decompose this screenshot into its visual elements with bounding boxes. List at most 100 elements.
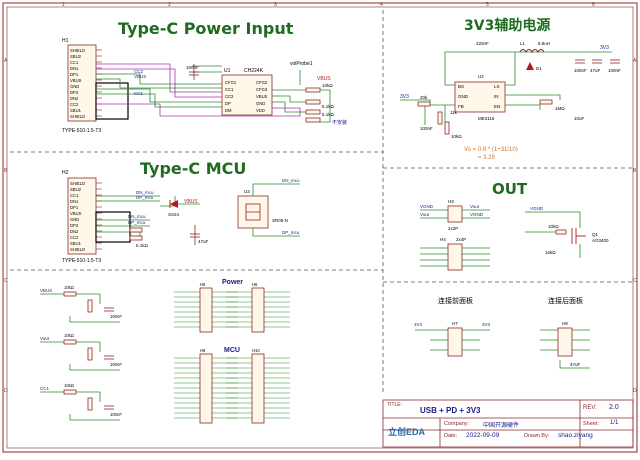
- title-block-frame: [382, 399, 634, 448]
- c1-value: 220nF: [476, 41, 489, 46]
- rc-gnd-2: [69, 414, 120, 421]
- dp-mcu-2: DP_mcu: [128, 220, 146, 225]
- h1pins-pin-3: DN1: [70, 66, 79, 71]
- rc-r2-1: [87, 347, 93, 361]
- rc-resistor-1: [63, 339, 77, 345]
- u2-pin-fb: FB: [458, 104, 464, 109]
- header-body-1: [251, 287, 265, 333]
- h2pins-pin-6: GND: [70, 217, 79, 222]
- title-label: TITLE:: [387, 402, 403, 408]
- rc-gnd-0: [69, 316, 120, 323]
- vol-probe-label: volProbe1: [290, 61, 313, 67]
- h3-vgnd-l: VGND: [420, 204, 434, 209]
- drawn-value: shao.ziyang: [558, 432, 593, 439]
- h2-gnd-box: [95, 211, 131, 243]
- d1-diode: [526, 62, 534, 70]
- company-label: Company:: [444, 421, 470, 427]
- header-body-3: [251, 353, 265, 424]
- l1-ref: L1: [520, 41, 526, 46]
- h7-label: H7: [452, 321, 458, 326]
- r-10k-u1: 10kΩ: [322, 83, 333, 88]
- rc-gnd-1: [69, 364, 120, 371]
- u1-left-pin-0: CFG1: [225, 80, 237, 85]
- h2pins-pin-0: SHIELD: [70, 181, 85, 186]
- rc-r-val-0: 10kΩ: [64, 285, 74, 290]
- title-value: USB + PD + 3V3: [420, 406, 481, 415]
- r3-value: 20k: [420, 95, 428, 100]
- rc-c-val-0: 100nF: [110, 314, 122, 319]
- c6-value: 47uF: [198, 239, 209, 244]
- c3-value: 47uF: [590, 68, 601, 73]
- sheet-label: Sheet:: [583, 421, 599, 427]
- u1-right-pin-4: VDD: [256, 108, 265, 113]
- u1-right-pin-2: VBUS: [256, 94, 268, 99]
- net-vbus-h1: VBUS: [134, 74, 146, 79]
- border-row-c-right: C: [633, 278, 637, 284]
- r6-value: 1MΩ: [555, 106, 565, 111]
- u2-pin-en: EN: [494, 104, 500, 109]
- h3-vgnd-r: VGND: [470, 212, 484, 217]
- h2pins-pin-1: SBU2: [70, 187, 82, 192]
- h1pins-pin-5: VBUS: [70, 78, 82, 83]
- rc-r2-2: [87, 397, 93, 411]
- h1-connector-body: [67, 44, 97, 122]
- h1-type: TYPE-510-1.5-T3: [62, 128, 101, 134]
- r4-value: 11k: [450, 110, 458, 115]
- border-col-2: 2: [168, 2, 171, 8]
- r5-r8-resistors: [305, 87, 321, 123]
- h1-u1-wires-green: [96, 65, 222, 108]
- h1pins-pin-9: CC2: [70, 102, 79, 107]
- vbus-net-u1: VBUS: [317, 76, 331, 82]
- h3-vout-l: Vout: [420, 212, 430, 217]
- h3-wires: [420, 209, 490, 219]
- formula-line1: Vo = 0.8 * (1+31/10): [464, 147, 518, 153]
- c2-value: 100nF: [574, 68, 587, 73]
- rc-c-val-2: 100nF: [110, 412, 122, 417]
- u1-left-pin-4: DM: [225, 108, 232, 113]
- r-5k1-b: 5.1kΩ: [322, 112, 335, 117]
- r-5k1-h2: [129, 227, 143, 241]
- border-row-b-right: B: [633, 168, 637, 174]
- ss24-diode-symbol: [170, 200, 178, 208]
- h4-type: 2x4P: [456, 237, 466, 242]
- u1-ic-body: [221, 74, 273, 116]
- header-label-0: H5: [200, 282, 206, 287]
- h2pins-pin-3: DN1: [70, 199, 79, 204]
- h4-connector: [447, 243, 463, 271]
- net-3v3-out: 3V3: [600, 45, 609, 51]
- output-caps: [575, 59, 620, 64]
- header-body-0: [199, 287, 213, 333]
- u1-right-pin-1: CFG3: [256, 87, 268, 92]
- h2pins-pin-10: SBU1: [70, 241, 82, 246]
- q1-ref: Q1: [592, 232, 599, 237]
- h3-label: H3: [448, 199, 454, 204]
- dn-mcu-1: DN_mcu: [136, 190, 154, 195]
- sheet-value: 1/1: [610, 420, 619, 426]
- h7-connector: [447, 327, 463, 357]
- u2-pin-gnd: GND: [458, 94, 469, 99]
- net-3v3-in: 3V3: [400, 94, 409, 100]
- u2-pin-in: IN: [494, 94, 499, 99]
- company-value: 中国开源硬件: [483, 423, 520, 429]
- r-5k1-h2-label: 5.1kΩ: [136, 243, 149, 248]
- vbus-net-mcu: VBUS: [184, 199, 198, 205]
- border-row-b: B: [4, 168, 8, 174]
- u3-wires: [252, 183, 300, 237]
- h1pins-pin-0: SHIELD: [70, 48, 85, 53]
- h2-ref: H2: [62, 170, 69, 176]
- h2pins-pin-7: DP2: [70, 223, 79, 228]
- u1-right-pin-3: GND: [256, 101, 265, 106]
- h1pins-pin-8: DN2: [70, 96, 79, 101]
- inner-border: [6, 6, 634, 449]
- border-col-6: 6: [592, 2, 595, 8]
- u3-internal: [245, 203, 261, 221]
- u1-left-pin-3: DP: [225, 101, 231, 106]
- h1pins-pin-11: SHIELD: [70, 114, 85, 119]
- l1-value: 6.8uH: [538, 41, 550, 46]
- block-power: Power: [222, 279, 244, 286]
- rc-r-val-1: 10kΩ: [64, 333, 74, 338]
- border-row-d: D: [4, 388, 8, 394]
- title-typec-power: Type-C Power Input: [118, 19, 294, 38]
